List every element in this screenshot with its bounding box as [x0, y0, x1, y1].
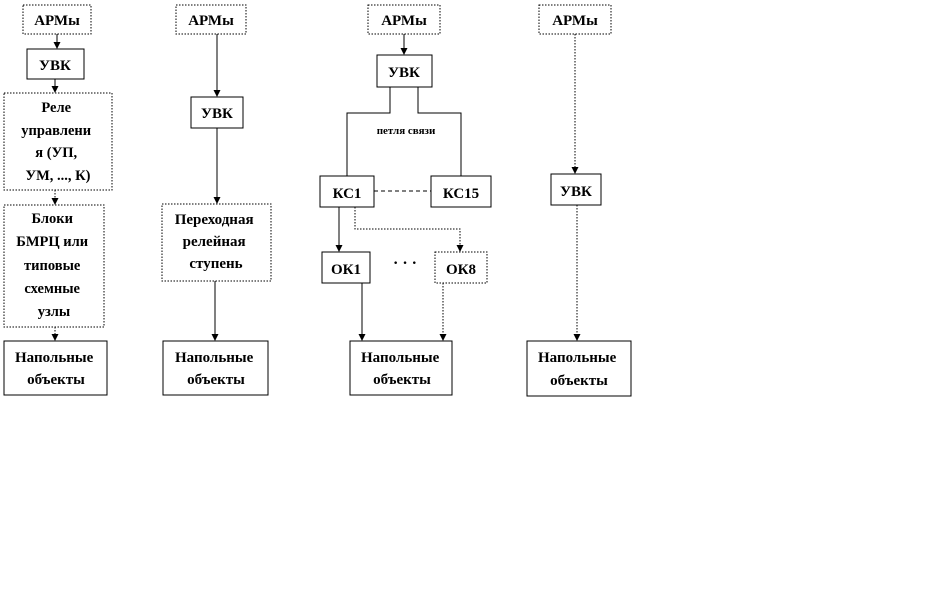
col2-transition-line: релейная — [183, 234, 246, 250]
col4-floor-line: Напольные — [538, 350, 617, 366]
column-1: АРМы УВК Реле управлени я (УП, УМ, ..., … — [3, 4, 113, 396]
col4-floor-label: Напольные объекты — [538, 350, 620, 389]
col3-floor-label: Напольные объекты — [361, 350, 443, 388]
col1-relay-line: управлени — [21, 123, 91, 139]
col1-blocks-line: типовые — [24, 258, 81, 274]
col1-arm-box — [22, 4, 92, 35]
col3-ks1-box — [319, 175, 375, 208]
col4-uvk-label: УВК — [560, 184, 592, 200]
col3-ok1-box — [321, 251, 371, 284]
col2-uvk-box — [190, 96, 244, 129]
col2-arm-box — [175, 4, 247, 35]
col2-floor-box — [162, 340, 269, 396]
col1-blocks-line: узлы — [38, 304, 71, 320]
col3-loop-label: петля связи — [377, 125, 436, 137]
col3-arm-label: АРМы — [381, 13, 427, 29]
col1-blocks-box — [3, 204, 105, 328]
col3-floor-box — [349, 340, 453, 396]
col2-floor-line: Напольные — [175, 350, 254, 366]
col3-uvk-label: УВК — [388, 65, 420, 81]
col4-arm-label: АРМы — [552, 13, 598, 29]
col3-loop-right-line — [417, 87, 462, 176]
col2-floor-label: Напольные объекты — [175, 350, 257, 388]
col3-ks1-label: КС1 — [333, 186, 362, 202]
col2-transition-line: ступень — [189, 256, 242, 272]
col4-uvk-box — [550, 173, 602, 206]
col1-blocks-label: Блоки БМРЦ или типовые схемные узлы — [16, 211, 92, 320]
col3-ks15-label: КС15 — [443, 186, 479, 202]
col2-floor-line: объекты — [187, 372, 245, 388]
col3-ks1-to-ok8-arrow — [354, 207, 464, 252]
col4-floor-line: объекты — [550, 373, 608, 389]
col1-blocks-line: Блоки — [31, 211, 73, 227]
col4-arm-box — [538, 4, 612, 35]
col1-floor-line: Напольные — [15, 350, 94, 366]
col3-ok8-box — [434, 251, 488, 284]
col2-arm-label: АРМы — [188, 13, 234, 29]
col2-transition-line: Переходная — [175, 212, 254, 228]
col3-ok8-label: ОК8 — [446, 262, 476, 278]
col1-arm-label: АРМы — [34, 13, 80, 29]
col3-loop-left-line — [346, 87, 391, 176]
column-3: АРМы УВК петля связи КС1 КС15 ОК1 · · · … — [319, 4, 492, 396]
col3-ellipsis: · · · — [393, 255, 417, 272]
col1-relay-line: Реле — [41, 100, 71, 116]
col1-uvk-box — [26, 48, 85, 80]
column-2: АРМы УВК Переходная релейная ступень Нап… — [161, 4, 272, 396]
col3-floor-line: Напольные — [361, 350, 440, 366]
col2-transition-box — [161, 203, 272, 282]
col1-relay-line: УМ, ..., К) — [25, 168, 90, 184]
col1-floor-label: Напольные объекты — [15, 350, 97, 388]
column-4: АРМы УВК Напольные объекты — [526, 4, 632, 397]
col1-floor-box — [3, 340, 108, 396]
col1-relay-box — [3, 92, 113, 191]
col1-uvk-label: УВК — [39, 58, 71, 74]
col2-transition-label: Переходная релейная ступень — [175, 212, 258, 272]
col4-floor-box — [526, 340, 632, 397]
col3-ks15-box — [430, 175, 492, 208]
col3-uvk-box — [376, 54, 433, 88]
col1-relay-line: я (УП, — [35, 145, 77, 161]
col1-relay-label: Реле управлени я (УП, УМ, ..., К) — [21, 100, 94, 184]
col1-blocks-line: схемные — [24, 281, 80, 297]
col2-uvk-label: УВК — [201, 106, 233, 122]
col3-floor-line: объекты — [373, 372, 431, 388]
col3-ok1-label: ОК1 — [331, 262, 361, 278]
col1-floor-line: объекты — [27, 372, 85, 388]
col3-arm-box — [367, 4, 441, 35]
col1-blocks-line: БМРЦ или — [16, 234, 88, 250]
